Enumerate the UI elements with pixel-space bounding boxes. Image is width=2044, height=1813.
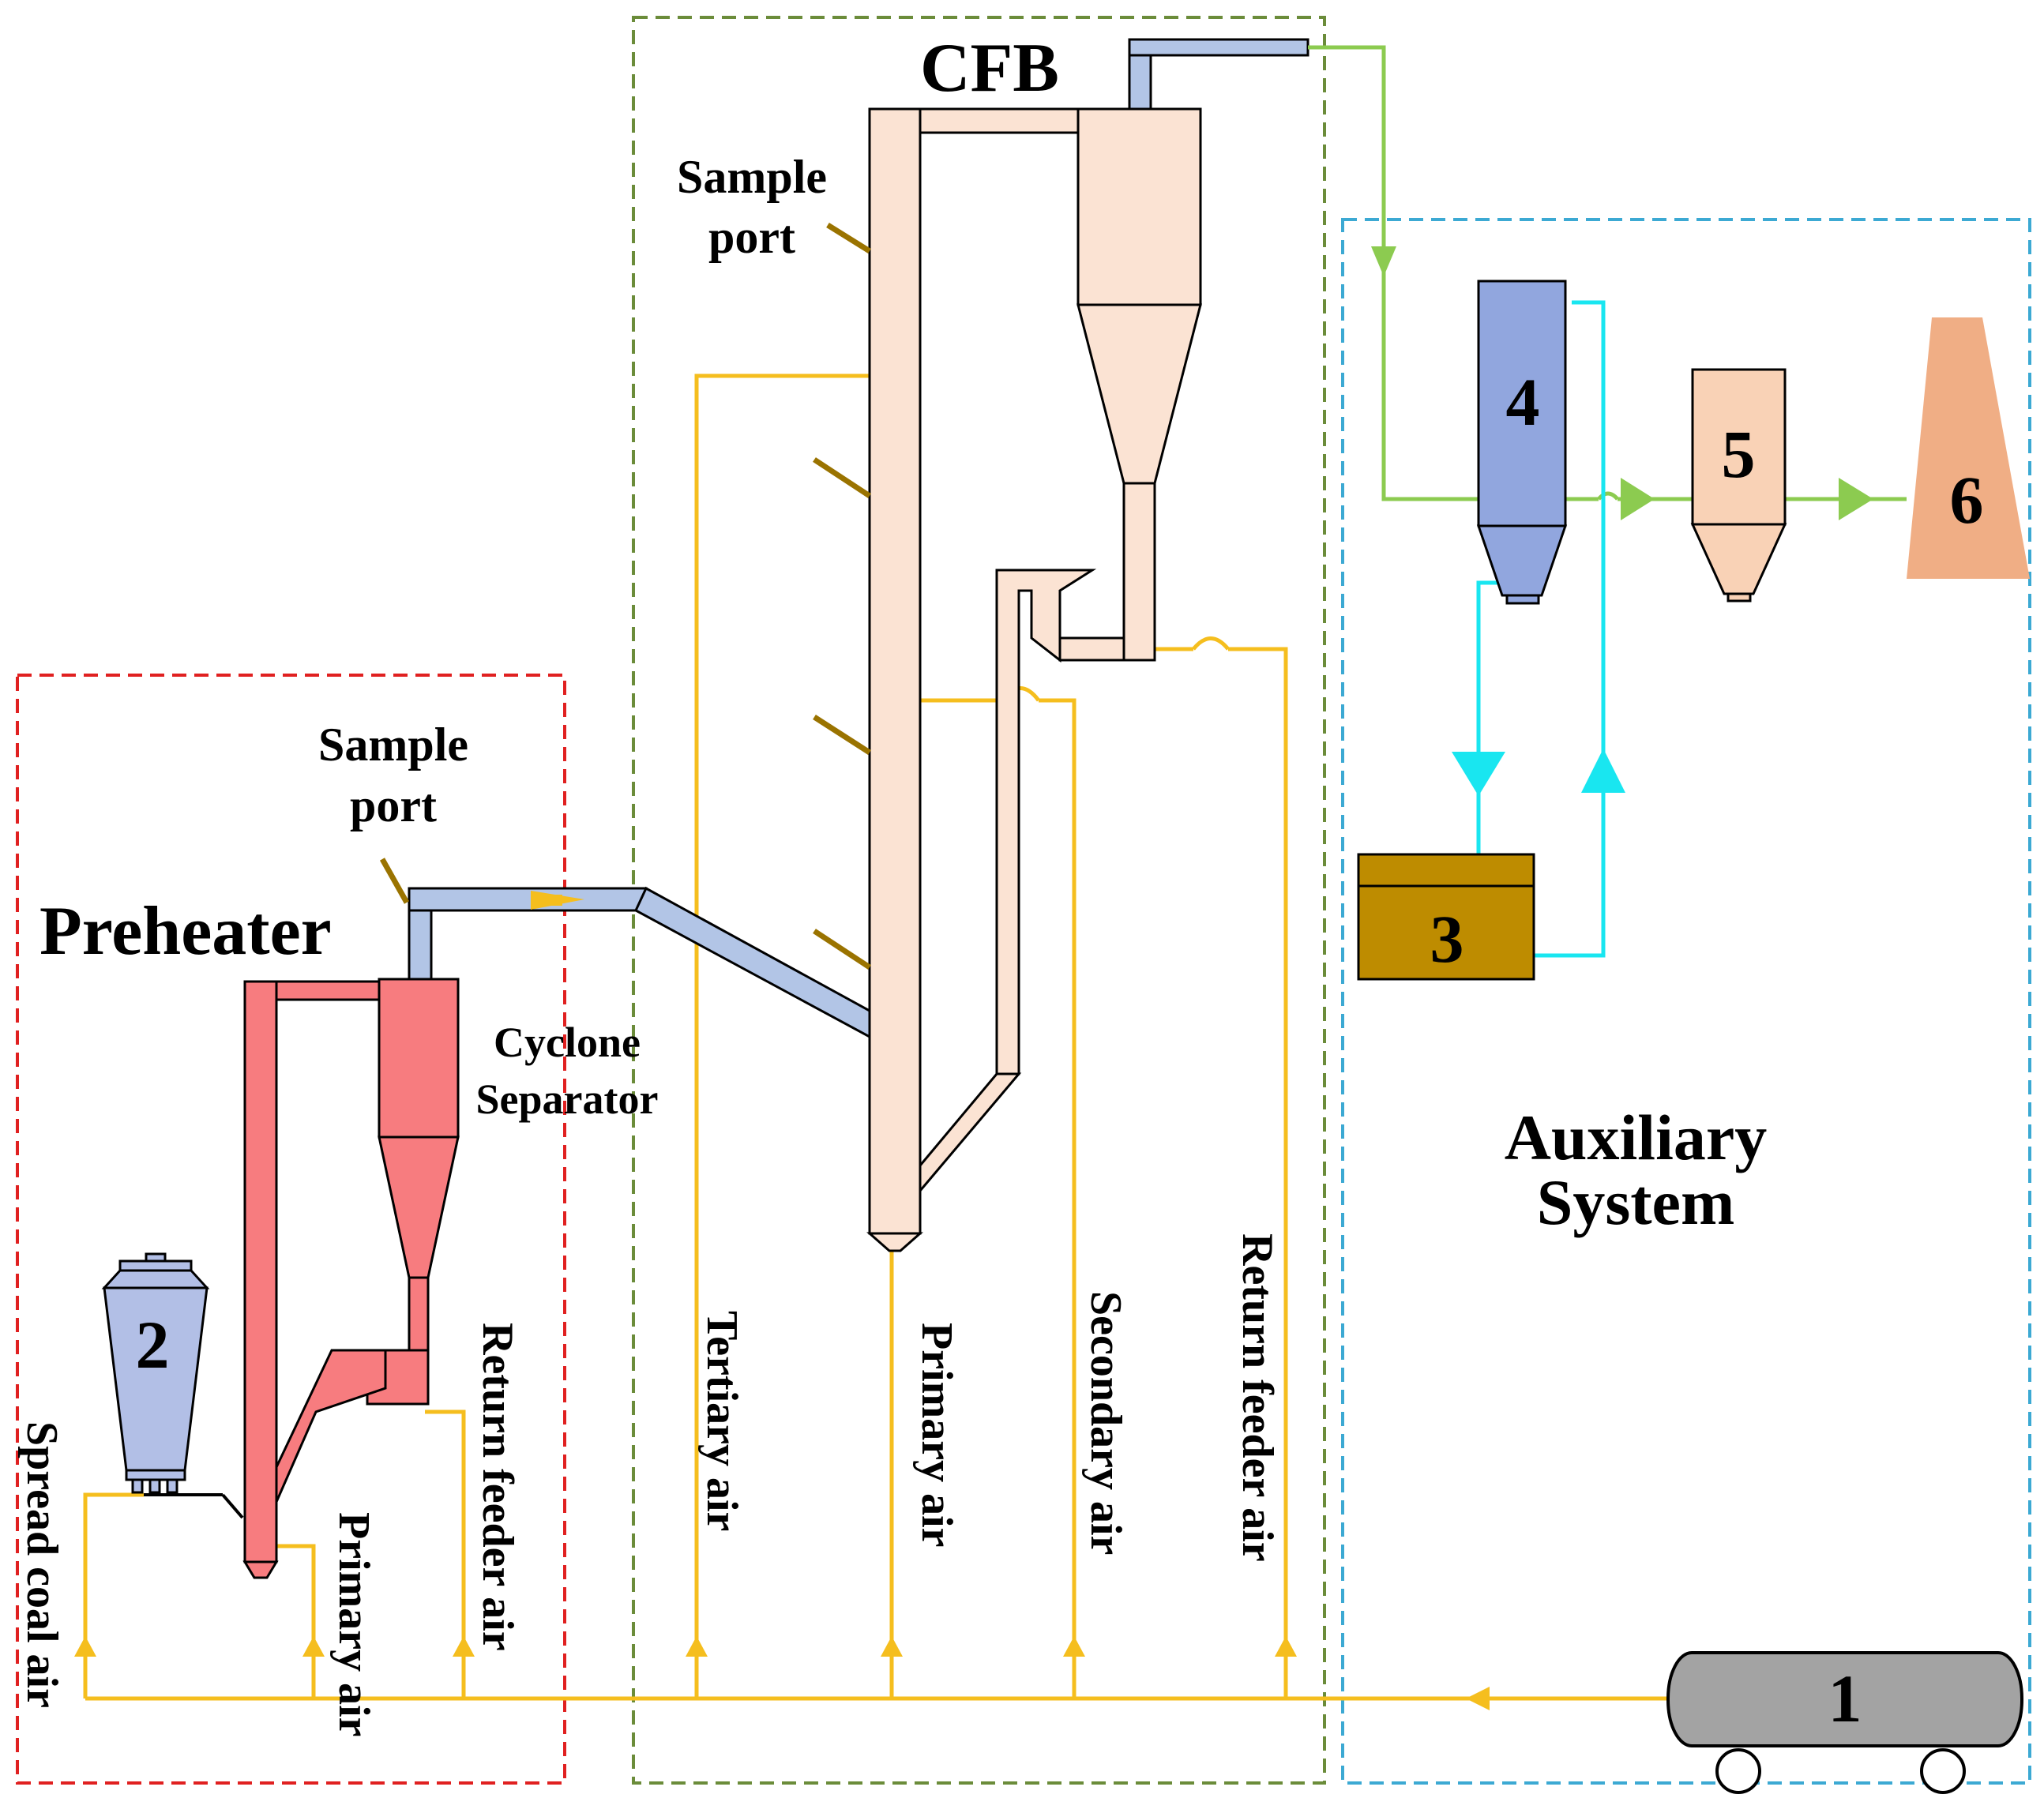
- cfb-assembly: [866, 107, 1202, 1252]
- cfb-sample-port-label-line1: Sample: [677, 151, 827, 203]
- preheater-assembly: [242, 978, 460, 1579]
- spread-coal-air-label: Spread coal air: [17, 1421, 66, 1708]
- unit-4-label: 4: [1506, 364, 1540, 440]
- arrow-preheater-primary-air: [302, 1636, 325, 1657]
- ash-arrows: [1452, 749, 1625, 796]
- arrow-tertiary-air: [686, 1636, 708, 1657]
- cfb-sample-port-4: [813, 929, 871, 970]
- auxiliary-system-box: [1341, 218, 2031, 1785]
- flue-gas-arrows: [1371, 246, 1873, 520]
- compressor-wheel-left: [1715, 1748, 1761, 1794]
- preheater-cross-duct: [275, 980, 381, 1001]
- unit-1-label: 1: [1828, 1661, 1862, 1736]
- cfb-sample-port-label-line2: port: [708, 211, 795, 263]
- arrow-cfb-return-feeder-air: [1275, 1636, 1297, 1657]
- arrow-cfb-primary-air: [881, 1636, 903, 1657]
- tertiary-air-line: [694, 373, 870, 1699]
- cfb-flue-duct: [1128, 38, 1309, 111]
- cfb-bottom-cone: [866, 1232, 923, 1252]
- arrow-compressor-outlet: [1466, 1687, 1490, 1710]
- preheater-primary-air-line: [269, 1544, 316, 1699]
- preheater-outlet-duct: [408, 886, 871, 1039]
- preheater-return-feeder-air-line: [425, 1409, 466, 1699]
- preheater-return-leg: [275, 1349, 387, 1503]
- cyclone-separator-label-line2: Separator: [476, 1075, 659, 1123]
- return-feeder-air-hop: [1192, 636, 1230, 651]
- preheater-outlet-flow-shaft: [531, 895, 562, 906]
- flue-gas-lines: [1308, 45, 1907, 501]
- cfb-sample-port-3: [813, 715, 871, 755]
- cfb-title: CFB: [920, 30, 1059, 107]
- unit-6-stack: [1907, 317, 2030, 579]
- air-arrows: [74, 1636, 1490, 1710]
- tertiary-air-label: Tertiary air: [697, 1311, 746, 1531]
- unit-5-scrubber: [1690, 368, 1787, 602]
- arrow-secondary-air: [1063, 1636, 1085, 1657]
- secondary-air-label: Secondary air: [1081, 1291, 1130, 1555]
- cfb-furnace: [868, 107, 922, 1235]
- cfb-return-feeder-air-line: [1228, 647, 1288, 1699]
- unit-3-label: 3: [1430, 901, 1464, 977]
- secondary-air-line: [1039, 698, 1076, 1699]
- cfb-cyclone-upper: [1076, 107, 1202, 306]
- cfb-primary-air-label: Primary air: [912, 1323, 961, 1548]
- compressor-wheel-right: [1920, 1748, 1966, 1794]
- preheater-return-feeder-air-label: Return feeder air: [473, 1323, 522, 1651]
- auxiliary-system-title-line2: System: [1537, 1166, 1735, 1238]
- spread-coal-air-line: [83, 1492, 144, 1699]
- unit-2-label: 2: [136, 1307, 170, 1383]
- cfb-cyclone-cone: [1076, 303, 1202, 485]
- preheater-system-box: [16, 674, 566, 1785]
- preheater-primary-air-label: Primary air: [329, 1512, 378, 1737]
- preheater-sample-port-label-line2: port: [350, 779, 437, 831]
- cfb-return-feeder-air-label: Return feeder air: [1233, 1233, 1282, 1562]
- auxiliary-system-title-line1: Auxiliary: [1505, 1102, 1768, 1173]
- preheater-title: Preheater: [39, 893, 332, 970]
- cfb-sample-port-2: [813, 457, 871, 498]
- cfb-sample-port-1: [826, 223, 871, 253]
- preheater-cyclone-cone: [378, 1135, 460, 1279]
- preheater-bottom-cone: [242, 1560, 279, 1579]
- preheater-riser: [243, 980, 278, 1563]
- cfb-sample-ports: [813, 223, 871, 970]
- cfb-return-leg: [919, 1072, 1022, 1195]
- preheater-sample-port-label-line1: Sample: [318, 719, 468, 771]
- unit-3-ash-tank: [1357, 853, 1535, 981]
- unit-4-dust-collector: [1476, 280, 1568, 605]
- arrow-spread-coal-air: [74, 1636, 96, 1657]
- unit-6-label: 6: [1950, 462, 1984, 538]
- cfb-dipleg: [1122, 482, 1156, 662]
- unit-1-air-compressor: 1: [1666, 1651, 2023, 1794]
- preheater-cyclone-upper: [378, 978, 460, 1139]
- unit-2-coal-hopper: 2: [101, 1252, 244, 1519]
- cfb-cross-duct: [919, 107, 1080, 134]
- cyclone-separator-label-line1: Cyclone: [494, 1019, 641, 1066]
- preheater-sample-port: [379, 858, 410, 904]
- arrow-preheater-return-feeder-air: [453, 1636, 475, 1657]
- unit-5-label: 5: [1722, 416, 1756, 492]
